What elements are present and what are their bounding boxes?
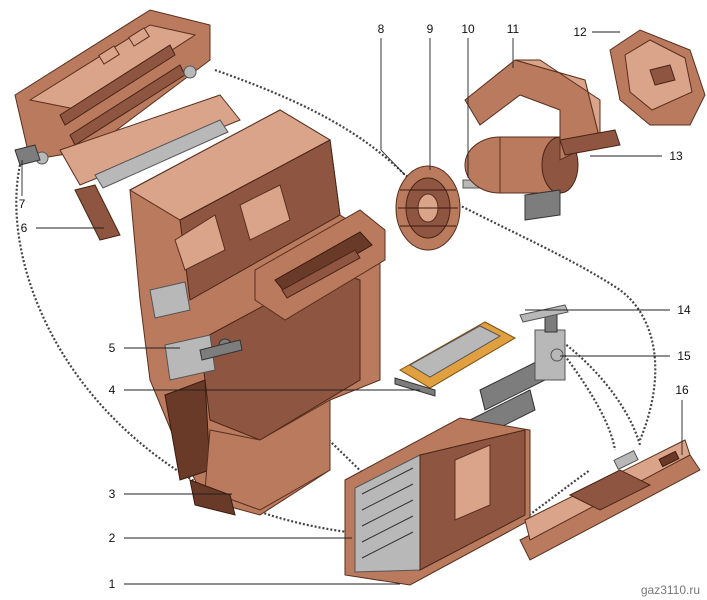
air-outlet: [254, 209, 386, 321]
label-12: 12: [573, 25, 587, 39]
leader-lines: [21, 31, 683, 585]
fan-motor: [462, 136, 579, 221]
fan-cover: [609, 29, 706, 126]
air-distribution-cover: [14, 9, 211, 166]
label-5: 5: [109, 341, 116, 355]
fan-impeller: [395, 165, 461, 251]
label-14: 14: [677, 303, 691, 317]
heater-control-panel: [519, 439, 701, 561]
callout-labels: 1 2 3 4 5 6 7 8 9 10 11 12 13 14 15 16: [19, 22, 691, 591]
label-3: 3: [109, 487, 116, 501]
label-1: 1: [109, 577, 116, 591]
coolant-tap: [469, 304, 569, 441]
label-11: 11: [507, 22, 520, 36]
motor-holder: [464, 59, 621, 161]
air-flap: [59, 94, 241, 241]
label-9: 9: [427, 22, 434, 36]
label-7: 7: [19, 197, 26, 211]
label-13: 13: [669, 149, 683, 163]
label-8: 8: [378, 22, 385, 36]
label-16: 16: [675, 383, 689, 397]
label-4: 4: [109, 383, 116, 397]
label-2: 2: [109, 531, 116, 545]
watermark: gaz3110.ru: [641, 583, 700, 597]
flap-lever: [149, 281, 243, 381]
label-15: 15: [677, 349, 691, 363]
air-filter: [394, 321, 517, 397]
heater-radiator: [344, 417, 531, 586]
heater-housing: [128, 109, 381, 516]
label-10: 10: [461, 22, 475, 36]
label-6: 6: [21, 221, 28, 235]
